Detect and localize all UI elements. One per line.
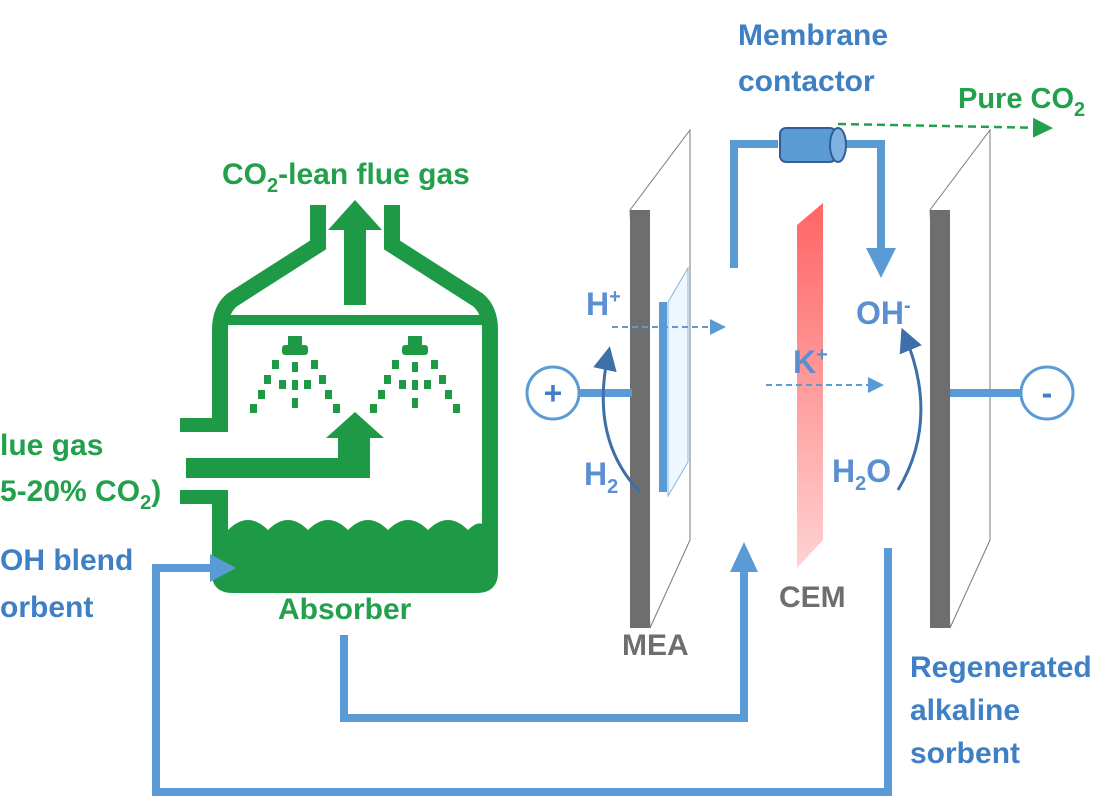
koh-blend-label-line1: OH blend	[0, 544, 134, 577]
pure-co2-label: Pure CO2	[958, 83, 1086, 121]
cathode-minus-symbol: -	[1041, 375, 1053, 411]
pipe-from-contactor	[842, 140, 885, 252]
pure-co2-arrow	[837, 117, 1053, 138]
recycle-piping	[152, 140, 892, 796]
spray-nozzle-right	[370, 336, 460, 413]
absorber-left-wall-upper	[212, 205, 326, 420]
flue-gas-inlet-label-line2: 5-20% CO2)	[0, 475, 162, 514]
h-plus-label: H+	[586, 286, 621, 322]
h2o-label: H2O	[832, 453, 892, 495]
anode-plus-symbol: +	[543, 375, 563, 411]
flue-gas-inlet-duct	[180, 418, 228, 504]
membrane-contactor-label-line1: Membrane	[738, 19, 889, 52]
regenerated-sorbent-label-line2: alkaline	[910, 694, 1021, 727]
cem-label: CEM	[779, 581, 846, 614]
oh-minus-label: OH-	[856, 295, 911, 331]
absorber-right-wall	[212, 205, 498, 593]
mea-label: MEA	[622, 629, 689, 662]
flow-arrow-into-absorber	[210, 554, 236, 582]
membrane-contactor	[779, 127, 847, 163]
regenerated-sorbent-label-line1: Regenerated	[910, 651, 1092, 684]
membrane-contactor-label-line2: contactor	[738, 65, 875, 98]
absorber-liquid-pool	[228, 520, 484, 580]
anode-terminal	[525, 365, 581, 421]
absorber-label: Absorber	[278, 593, 412, 626]
lean-gas-outlet-arrow	[328, 200, 382, 305]
water-reduction-arrow	[896, 327, 923, 491]
cathode-plate	[929, 128, 991, 629]
flow-arrow-up-cell	[730, 542, 758, 572]
h2-oxidation-arrow	[593, 346, 642, 494]
pipe-to-contactor	[730, 140, 778, 268]
lean-flue-gas-label: CO2-lean flue gas	[222, 158, 470, 197]
cathode-terminal	[1019, 365, 1075, 421]
k-plus-label: K+	[793, 344, 828, 380]
h2-label: H2	[584, 456, 619, 498]
internal-gas-arrow	[186, 412, 384, 478]
spray-nozzle-left	[250, 336, 340, 413]
mea-membrane	[659, 266, 689, 498]
flow-arrow-down-cathode	[866, 248, 896, 278]
pipe-absorber-to-cell	[340, 570, 748, 722]
absorber-vessel	[212, 205, 498, 593]
koh-blend-label-line2: orbent	[0, 591, 94, 624]
flue-gas-inlet-label-line1: lue gas	[0, 429, 104, 462]
regenerated-sorbent-label-line3: sorbent	[910, 737, 1021, 770]
pipe-sorbent-return	[152, 548, 892, 796]
